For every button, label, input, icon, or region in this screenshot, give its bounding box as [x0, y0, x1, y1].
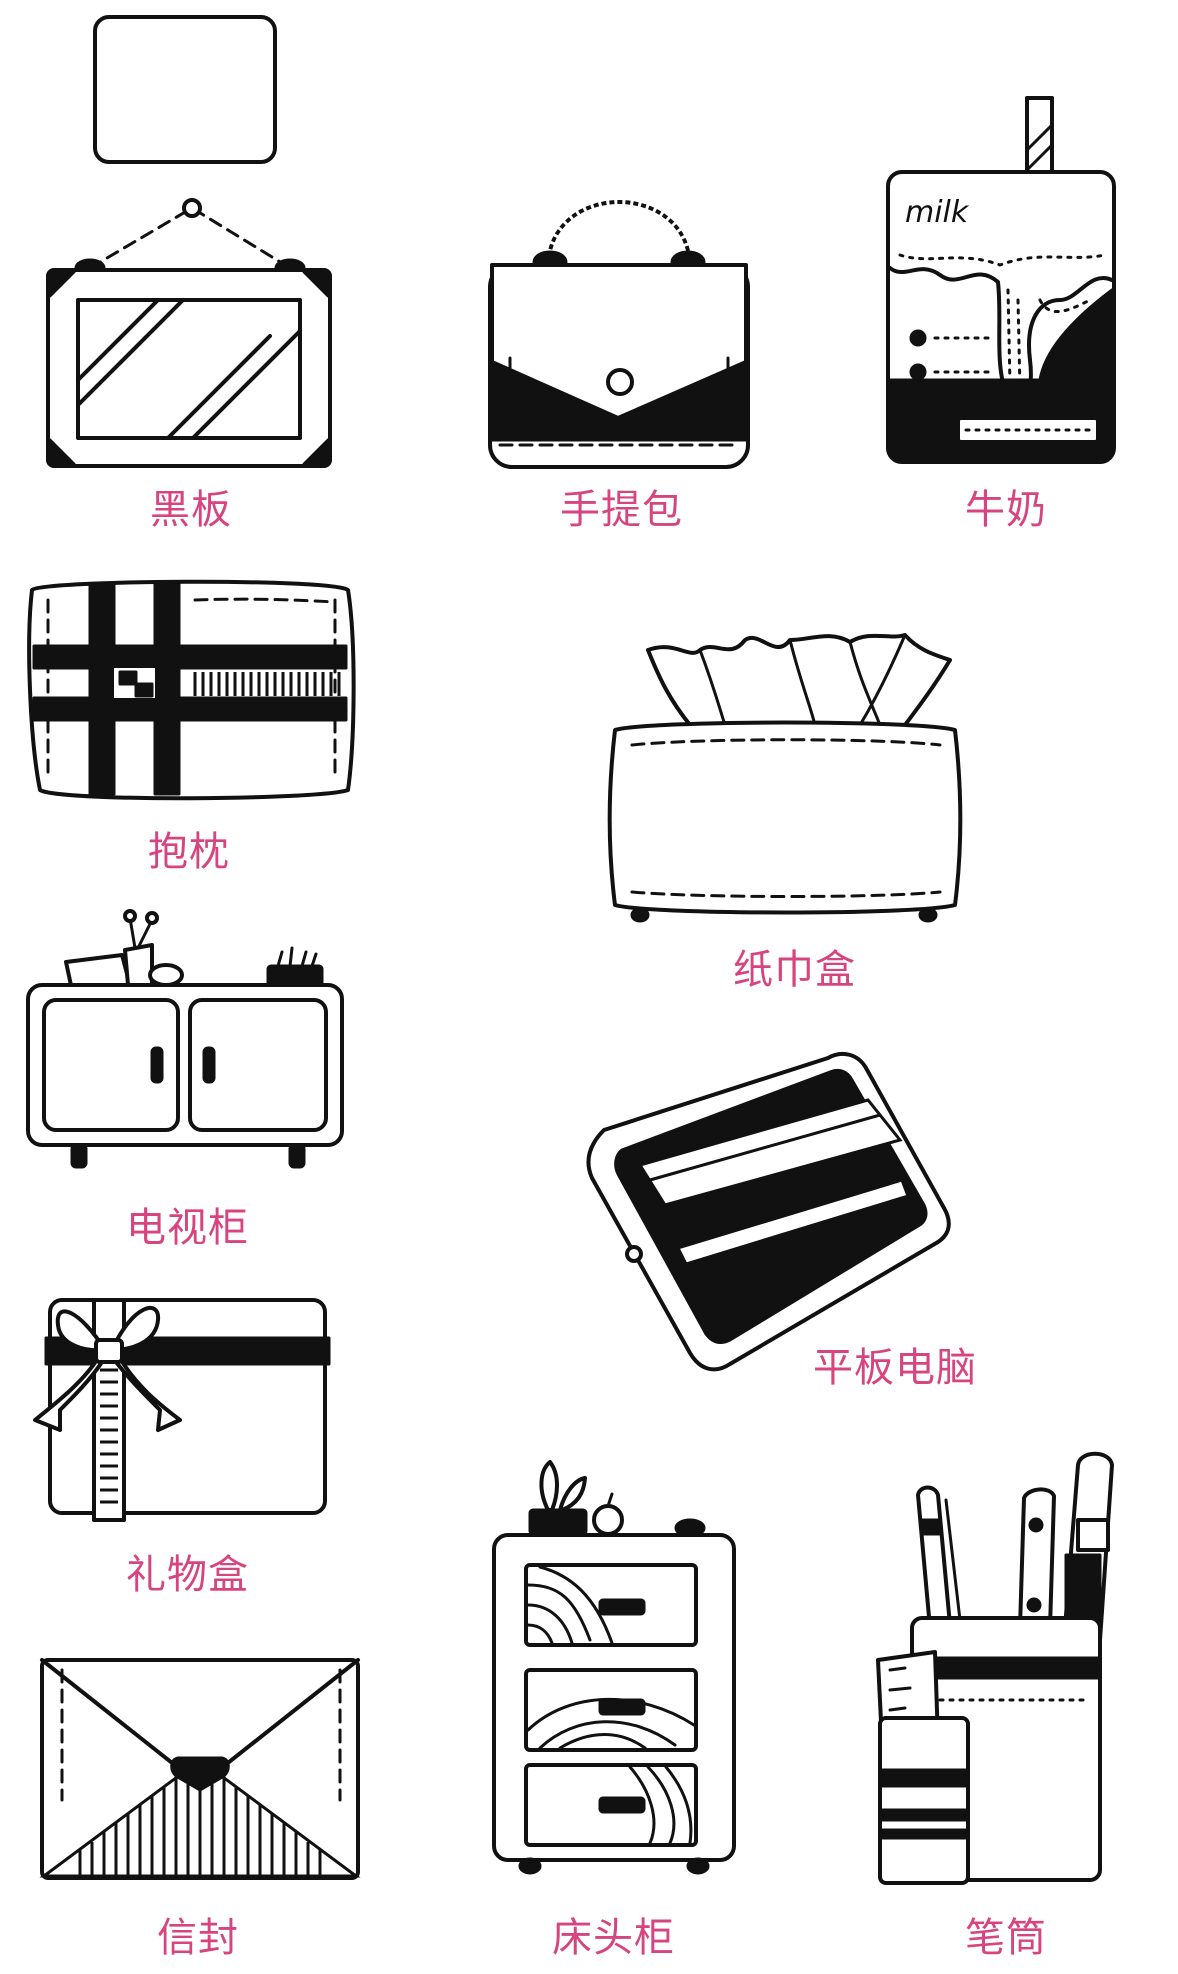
label-handbag: 手提包: [560, 487, 683, 533]
pillow-drawing: [27, 579, 356, 801]
gift-box-drawing: [33, 1298, 331, 1522]
pen-holder-drawing: [876, 1451, 1114, 1885]
label-envelope: 信封: [157, 1915, 239, 1961]
tissue-box-drawing: [607, 633, 963, 923]
label-pen-holder: 笔筒: [965, 1915, 1047, 1961]
envelope-drawing: [39, 1658, 361, 1880]
milk-carton-drawing: milk: [886, 96, 1116, 464]
bedside-cabinet-drawing: [492, 1460, 736, 1875]
label-gift-box: 礼物盒: [126, 1552, 249, 1598]
label-tablet: 平板电脑: [813, 1345, 977, 1391]
label-pillow: 抱枕: [148, 829, 230, 875]
label-tissue-box: 纸巾盒: [733, 947, 856, 993]
label-blackboard: 黑板: [150, 487, 232, 533]
blackboard-drawing: [46, 198, 332, 468]
label-milk: 牛奶: [965, 487, 1047, 533]
tablet-drawing: [586, 1051, 951, 1372]
tv-cabinet-drawing: [26, 909, 344, 1169]
label-bedside-cabinet: 床头柜: [552, 1915, 675, 1961]
label-tv-cabinet: 电视柜: [126, 1205, 249, 1251]
milk-carton-text: milk: [905, 195, 970, 230]
handbag-drawing: [488, 199, 750, 469]
blank-frame-drawing: [93, 15, 277, 164]
